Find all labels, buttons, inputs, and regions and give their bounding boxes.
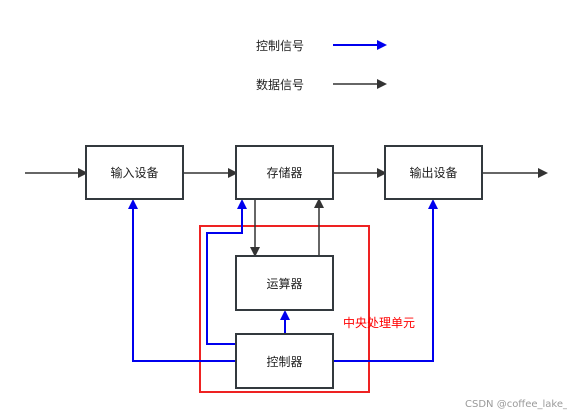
cpu-group-label: 中央处理单元 <box>343 316 416 330</box>
cpu-group-border <box>199 225 370 393</box>
node-output-device-label: 输出设备 <box>409 166 458 180</box>
node-alu-label: 运算器 <box>266 276 303 291</box>
edge-controller-to-input <box>128 199 236 362</box>
edge-controller-to-output <box>333 199 438 362</box>
edge-controller-to-memory <box>206 199 247 345</box>
node-input-device: 输入设备 <box>85 145 184 200</box>
node-memory-label: 存储器 <box>266 166 303 180</box>
node-controller-label: 控制器 <box>266 354 303 369</box>
node-memory: 存储器 <box>235 145 334 200</box>
node-alu: 运算器 <box>235 255 334 311</box>
node-output-device: 输出设备 <box>384 145 483 200</box>
legend-control-signal-label: 控制信号 <box>256 39 305 53</box>
node-controller: 控制器 <box>235 333 334 389</box>
legend-data-signal-label: 数据信号 <box>256 78 305 92</box>
node-input-device-label: 输入设备 <box>110 166 159 180</box>
watermark: CSDN @coffee_lake_ <box>465 399 567 410</box>
